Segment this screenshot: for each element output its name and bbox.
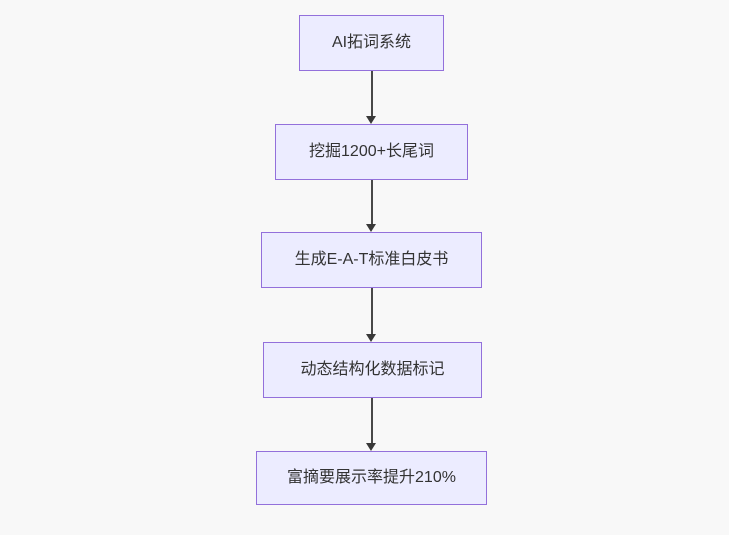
- node-label: 生成E-A-T标准白皮书: [294, 251, 449, 269]
- flowchart-node-ai-word-expansion-system: AI拓词系统: [299, 15, 444, 71]
- node-label: 挖掘1200+长尾词: [309, 143, 434, 161]
- node-label: AI拓词系统: [331, 34, 412, 52]
- flowchart-node-mine-longtail-keywords: 挖掘1200+长尾词: [275, 124, 468, 180]
- arrow-line: [370, 398, 373, 445]
- arrow-down-icon: [366, 443, 376, 451]
- arrow-line: [370, 71, 373, 118]
- flowchart-edge-b-to-c: [366, 180, 377, 232]
- flowchart-edge-d-to-e: [366, 398, 377, 451]
- flowchart-node-dynamic-structured-data-markup: 动态结构化数据标记: [263, 342, 482, 398]
- flowchart-edge-a-to-b: [366, 71, 377, 124]
- flowchart-node-rich-snippet-rate-increase: 富摘要展示率提升210%: [256, 451, 487, 505]
- node-label: 富摘要展示率提升210%: [287, 469, 456, 487]
- arrow-line: [370, 180, 373, 226]
- arrow-down-icon: [366, 116, 376, 124]
- flowchart-edge-c-to-d: [366, 288, 377, 342]
- arrow-down-icon: [366, 334, 376, 342]
- arrow-down-icon: [366, 224, 376, 232]
- arrow-line: [370, 288, 373, 336]
- node-label: 动态结构化数据标记: [300, 361, 445, 379]
- flowchart-node-generate-eat-whitepaper: 生成E-A-T标准白皮书: [261, 232, 482, 288]
